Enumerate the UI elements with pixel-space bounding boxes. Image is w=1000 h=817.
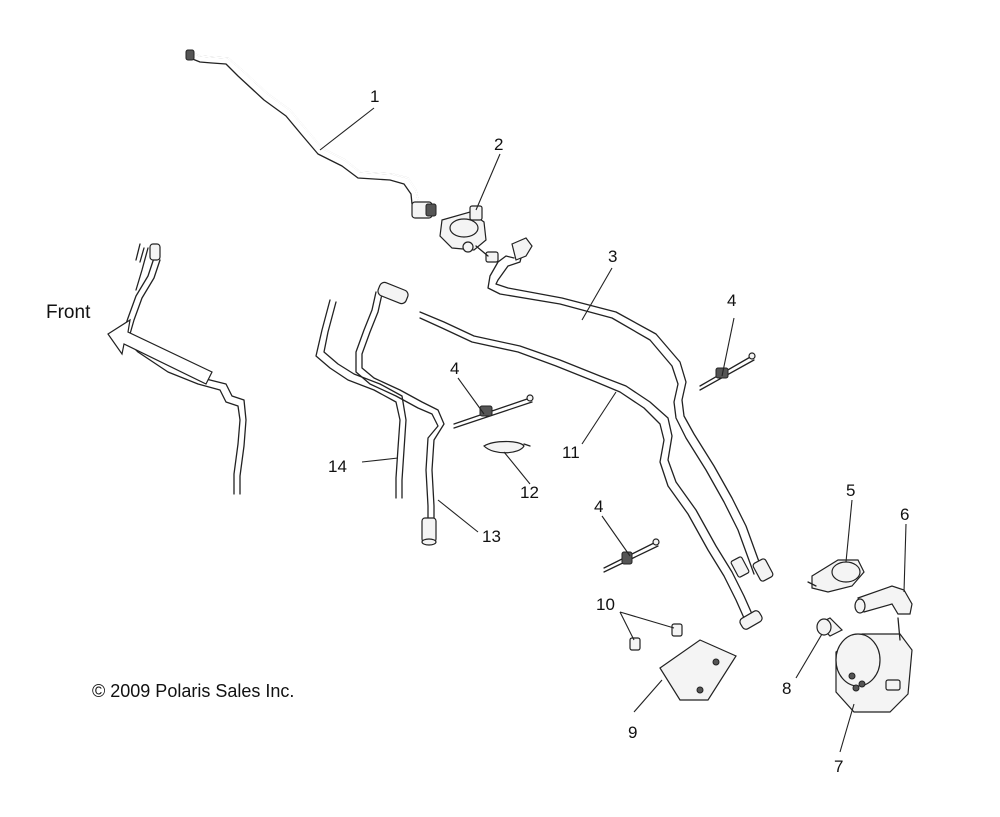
part-6-elbow-hose (854, 585, 913, 615)
callout-7: 7 (834, 757, 843, 776)
callout-12: 12 (520, 483, 539, 502)
part-5-hose-clamp (807, 559, 865, 593)
part-7-canister (835, 617, 913, 713)
part-4-clamp-lower (603, 538, 660, 573)
callout-9: 9 (628, 723, 637, 742)
callout-5: 5 (846, 481, 855, 500)
callout-2: 2 (494, 135, 503, 154)
callout-10: 10 (596, 595, 615, 614)
callout-3: 3 (608, 247, 617, 266)
callout-4-upper: 4 (727, 291, 736, 310)
callout-1: 1 (370, 87, 379, 106)
part-10-fasteners (629, 623, 683, 651)
part-9-bracket (659, 639, 737, 701)
leader-lines (319, 107, 907, 753)
callout-11: 11 (562, 443, 580, 462)
callout-6: 6 (900, 505, 909, 524)
part-1-vent-line (185, 49, 437, 219)
part-14-tube-left (135, 247, 149, 291)
part-3-vent-line (487, 237, 774, 582)
part-2-purge-valve (439, 205, 499, 263)
part-8-cap (816, 617, 844, 637)
callout-4-middle: 4 (450, 359, 459, 378)
part-4-clamp-middle (453, 394, 534, 429)
part-4-clamp-upper-right (699, 352, 756, 391)
callout-13: 13 (482, 527, 501, 546)
part-11-vent-line (419, 311, 763, 630)
part-12-clip (483, 440, 531, 454)
front-label: Front (46, 302, 91, 323)
copyright-text: © 2009 Polaris Sales Inc. (92, 681, 294, 701)
callout-4-lower: 4 (594, 497, 603, 516)
part-13-vent-line (355, 281, 445, 546)
callout-14: 14 (328, 457, 347, 476)
callout-8: 8 (782, 679, 791, 698)
front-arrow (107, 318, 213, 385)
